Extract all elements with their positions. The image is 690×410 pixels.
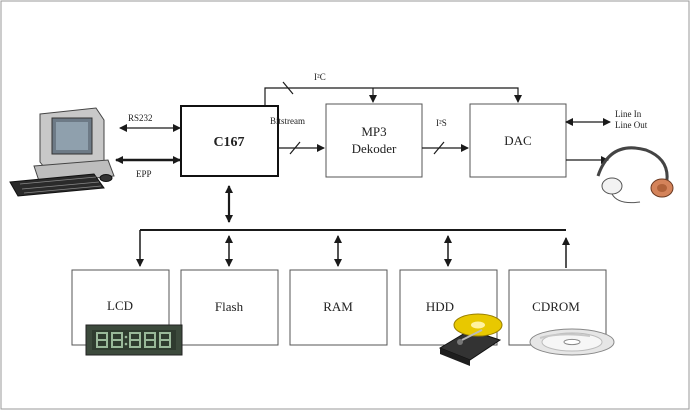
flash-block — [180, 269, 279, 346]
cd-disc-icon — [529, 328, 615, 356]
c167-block — [180, 105, 279, 177]
pc-connections — [115, 124, 181, 164]
line-in-label: Line In — [615, 109, 642, 119]
mp3-label-line1: MP3 — [361, 124, 386, 139]
i2c-bus — [264, 81, 522, 106]
c167-label: C167 — [213, 135, 244, 150]
system-bus — [136, 185, 570, 268]
lcd-display-icon — [85, 324, 183, 356]
hard-disk-icon — [438, 313, 503, 366]
line-out-label: Line Out — [615, 120, 648, 130]
hdd-label: HDD — [426, 299, 454, 314]
dac-label: DAC — [504, 133, 531, 148]
headphones-icon — [596, 146, 674, 204]
audio-connections — [565, 118, 611, 164]
ram-label: RAM — [323, 299, 353, 314]
dac-block — [469, 103, 567, 178]
computer-icon — [9, 107, 115, 197]
flash-label: Flash — [215, 299, 244, 314]
mp3-decoder-block — [325, 103, 423, 178]
i2s-connection — [422, 141, 469, 155]
epp-label: EPP — [136, 169, 152, 179]
bitstream-label: Bitstream — [270, 116, 305, 126]
i2c-label: I²C — [314, 72, 326, 82]
lcd-label: LCD — [107, 298, 133, 313]
bitstream-connection — [278, 141, 325, 155]
ram-block — [289, 269, 388, 346]
i2s-label: I²S — [436, 118, 447, 128]
rs232-label: RS232 — [128, 113, 153, 123]
mp3-label-line2: Dekoder — [352, 141, 397, 156]
cdrom-label: CDROM — [532, 299, 580, 314]
